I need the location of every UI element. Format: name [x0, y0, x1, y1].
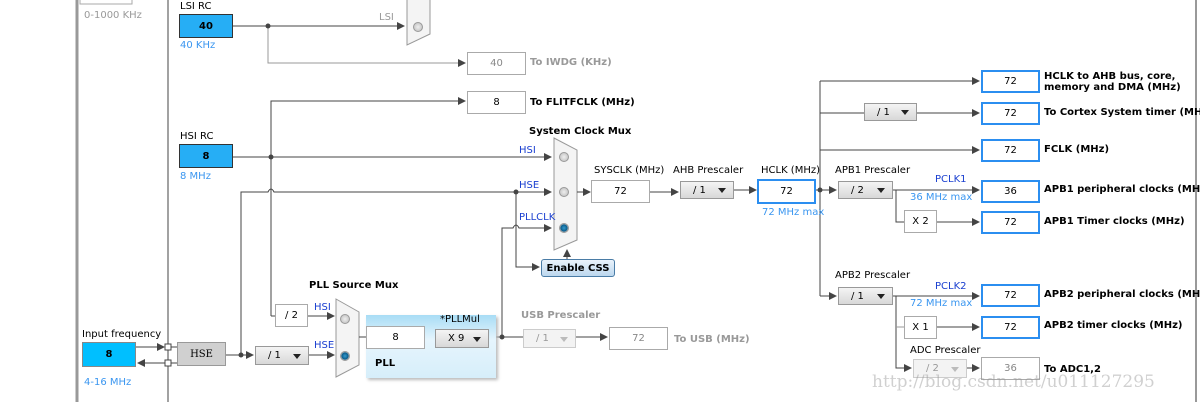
sysclk-mux-label-hse: HSE — [519, 180, 540, 191]
apb2-timer-value[interactable]: 72 — [981, 316, 1040, 339]
iwdg-value: 40 — [467, 52, 526, 75]
pll-mux-label-hse: HSE — [314, 340, 335, 351]
pll-source-radio-hse[interactable] — [340, 351, 350, 361]
sidebar-range: 0-1000 KHz — [84, 10, 142, 21]
usb-prescaler-label: USB Prescaler — [521, 310, 601, 321]
adc-prescaler-label: ADC Prescaler — [910, 345, 981, 356]
apb2-timer-label: APB2 timer clocks (MHz) — [1044, 320, 1183, 331]
pll-input-value: 8 — [366, 326, 425, 349]
pclk1-label: PCLK1 — [935, 174, 967, 185]
input-frequency-range: 4-16 MHz — [84, 377, 132, 388]
rtc-mux-radio-lsi[interactable] — [413, 22, 423, 32]
adc-label: To ADC1,2 — [1044, 364, 1101, 375]
chevron-down-icon — [718, 188, 726, 193]
usb-prescaler-dropdown[interactable]: / 1 — [523, 329, 576, 348]
sysclk-mux-label-hsi: HSI — [519, 145, 536, 156]
enable-css-button[interactable]: Enable CSS — [541, 259, 615, 277]
watermark: http://blog.csdn.net/u011127295 — [872, 372, 1155, 392]
hclk-ahb-label: HCLK to AHB bus, core, memory and DMA (M… — [1044, 71, 1181, 93]
pllmul-value: X 9 — [448, 333, 465, 344]
usb-prescaler-value: / 1 — [536, 333, 549, 344]
hclk-max: 72 MHz max — [762, 207, 825, 218]
chevron-down-icon — [473, 336, 481, 342]
apb2-max: 72 MHz max — [910, 298, 973, 309]
lsi-freq: 40 KHz — [180, 40, 216, 51]
hse-prediv-dropdown[interactable]: / 1 — [255, 346, 309, 365]
chevron-down-icon — [560, 336, 568, 342]
pll-source-mux-title: PLL Source Mux — [309, 280, 399, 291]
fclk-label: FCLK (MHz) — [1044, 144, 1110, 155]
input-frequency-field[interactable]: 8 — [82, 342, 136, 367]
apb1-timer-multiplier: X 2 — [904, 210, 937, 233]
chevron-down-icon — [293, 353, 301, 359]
pllmul-label: *PLLMul — [440, 314, 480, 325]
ahb-prescaler-label: AHB Prescaler — [673, 165, 744, 176]
apb1-periph-value[interactable]: 36 — [981, 180, 1040, 203]
hsi-div2: / 2 — [275, 304, 308, 327]
apb1-prescaler-value: / 2 — [851, 184, 864, 196]
sysclk-radio-hse[interactable] — [559, 187, 569, 197]
pll-title: PLL — [375, 358, 396, 369]
apb1-timer-value[interactable]: 72 — [981, 211, 1040, 234]
iwdg-label: To IWDG (KHz) — [530, 57, 612, 68]
chevron-down-icon — [901, 110, 909, 115]
sysclk-mux-label-pllclk: PLLCLK — [519, 212, 556, 223]
pll-mux-label-hsi: HSI — [314, 302, 331, 313]
apb2-prescaler-label: APB2 Prescaler — [835, 270, 911, 281]
lsi-mux-label: LSI — [379, 12, 394, 23]
apb2-prescaler-value: / 1 — [851, 290, 864, 302]
sysclk-label: SYSCLK (MHz) — [594, 165, 665, 176]
apb2-prescaler-dropdown[interactable]: / 1 — [838, 287, 893, 305]
sysclk-value: 72 — [591, 180, 650, 203]
hse-block: HSE — [177, 342, 226, 366]
apb1-max: 36 MHz max — [910, 192, 973, 203]
apb1-timer-label: APB1 Timer clocks (MHz) — [1044, 216, 1185, 227]
pclk2-label: PCLK2 — [935, 281, 967, 292]
lsi-value[interactable]: 40 — [179, 14, 233, 38]
flitfclk-label: To FLITFCLK (MHz) — [530, 97, 635, 108]
hclk-value[interactable]: 72 — [757, 179, 816, 204]
lsi-title: LSI RC — [180, 1, 212, 12]
fclk-value[interactable]: 72 — [981, 139, 1040, 162]
adc-value: 36 — [981, 357, 1040, 380]
hse-prediv-value: / 1 — [268, 350, 281, 361]
sysclk-radio-pllclk[interactable] — [559, 223, 569, 233]
input-frequency-label: Input frequency — [82, 329, 162, 340]
hclk-label: HCLK (MHz) — [761, 165, 821, 176]
apb1-prescaler-label: APB1 Prescaler — [835, 165, 911, 176]
apb2-periph-label: APB2 peripheral clocks (MHz) — [1044, 289, 1200, 300]
hsi-title: HSI RC — [180, 131, 214, 142]
hclk-ahb-value[interactable]: 72 — [981, 70, 1040, 93]
chevron-down-icon — [877, 188, 885, 193]
adc-prescaler-dropdown[interactable]: / 2 — [913, 359, 967, 378]
sysclk-mux-title: System Clock Mux — [529, 126, 632, 137]
cortex-value[interactable]: 72 — [981, 102, 1040, 125]
chevron-down-icon — [951, 366, 959, 372]
ahb-prescaler-value: / 1 — [693, 184, 706, 196]
apb1-periph-label: APB1 peripheral clocks (MHz) — [1044, 184, 1200, 195]
hsi-freq: 8 MHz — [180, 171, 211, 182]
hsi-value[interactable]: 8 — [179, 144, 233, 168]
pllmul-dropdown[interactable]: X 9 — [435, 329, 489, 348]
usb-label: To USB (MHz) — [674, 334, 750, 345]
chevron-down-icon — [877, 294, 885, 299]
pll-source-radio-hsi[interactable] — [340, 314, 350, 324]
apb2-timer-multiplier: X 1 — [904, 316, 937, 339]
apb1-prescaler-dropdown[interactable]: / 2 — [838, 181, 893, 199]
cortex-divider-dropdown[interactable]: / 1 — [864, 103, 917, 121]
cortex-divider-value: / 1 — [877, 106, 890, 118]
ahb-prescaler-dropdown[interactable]: / 1 — [680, 181, 734, 199]
usb-value: 72 — [609, 327, 668, 350]
adc-prescaler-value: / 2 — [926, 363, 939, 374]
apb2-periph-value[interactable]: 72 — [981, 284, 1040, 307]
cortex-label: To Cortex System timer (MHz) — [1044, 107, 1200, 118]
flitfclk-value: 8 — [467, 91, 526, 114]
sysclk-radio-hsi[interactable] — [559, 152, 569, 162]
